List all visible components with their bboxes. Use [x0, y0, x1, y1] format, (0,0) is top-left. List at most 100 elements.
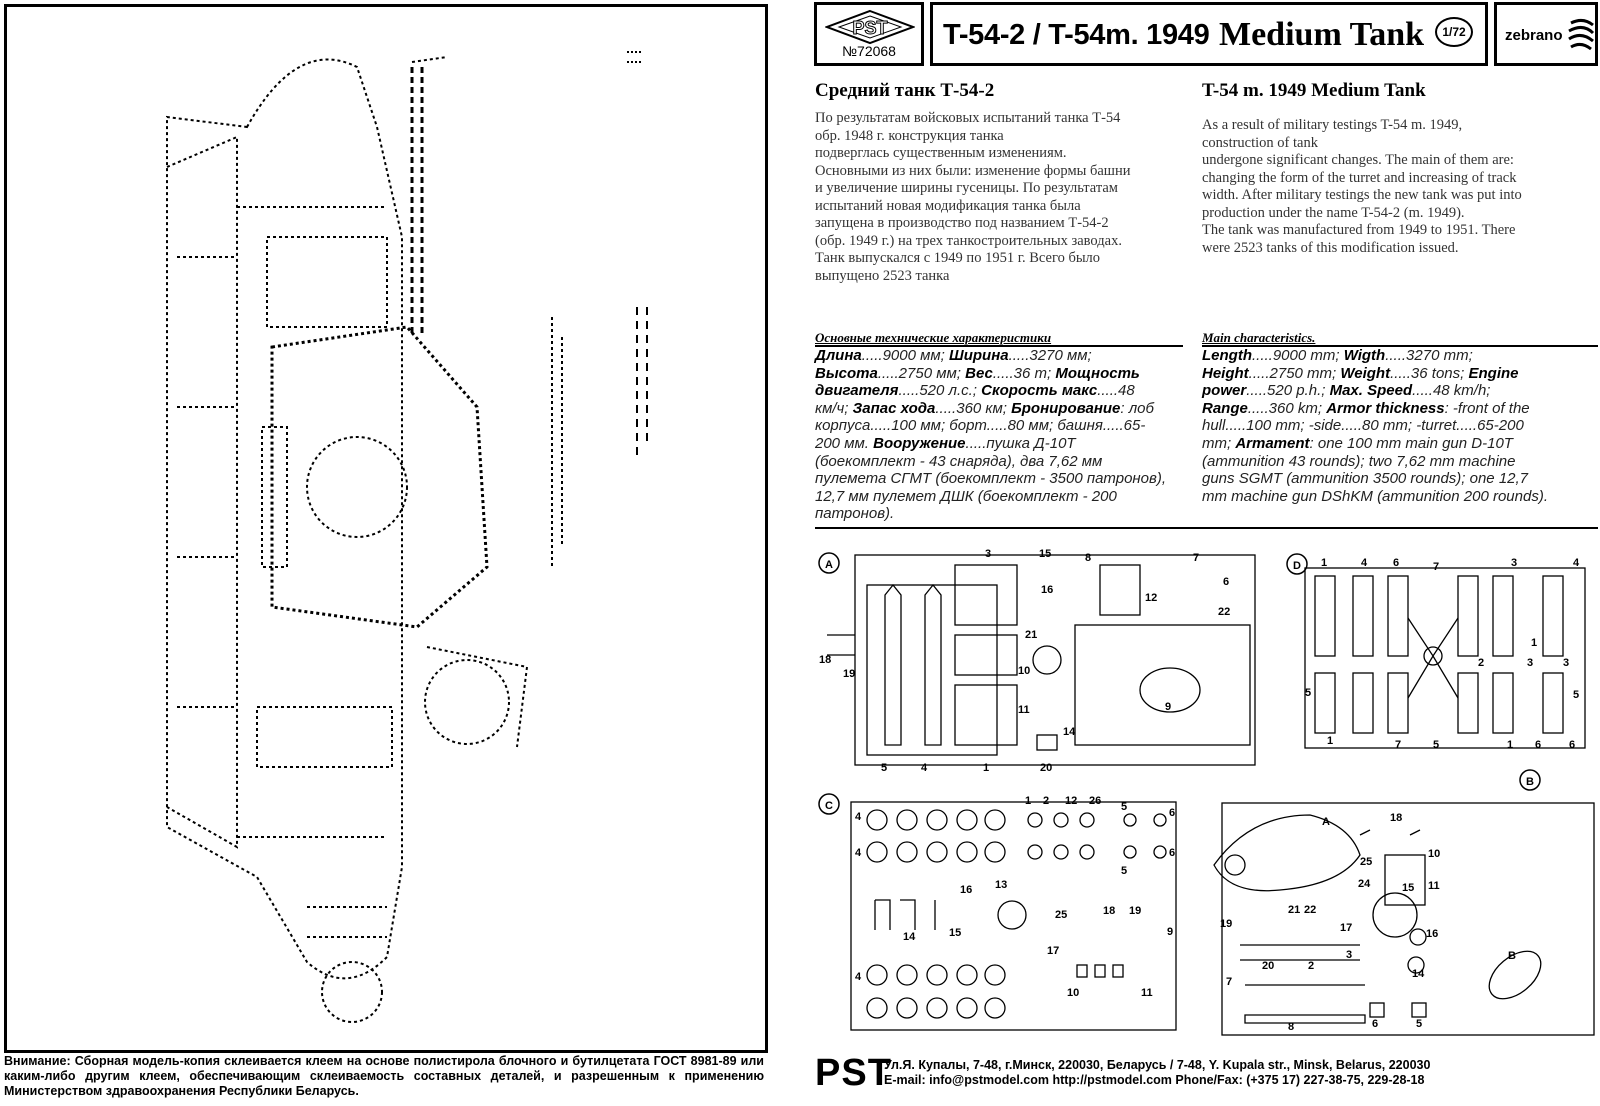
- part-label: 17: [1340, 922, 1352, 934]
- specs-ru-text: Длина.....9000 мм; Ширина.....3270 мм;Вы…: [815, 347, 1185, 523]
- spec-value: .....520 л.с.;: [898, 382, 982, 400]
- part-label: 4: [1361, 557, 1368, 569]
- part-label: 4: [921, 762, 928, 774]
- section-divider: [815, 527, 1598, 529]
- part-label: 1: [1507, 739, 1513, 751]
- spec-line: пулемета СГМТ (боекомплект - 3500 патрон…: [815, 470, 1185, 488]
- intro-ru-heading: Средний танк Т-54-2: [815, 80, 995, 101]
- footer-contacts: E-mail: info@pstmodel.com http://pstmode…: [884, 1073, 1425, 1087]
- spec-value: hull.....100 mm; -side.....80 mm; -turre…: [1202, 417, 1524, 435]
- part-label: 15: [949, 927, 961, 939]
- part-label: 26: [1089, 795, 1101, 807]
- intro-en-text: As a result of military testings T-54 m.…: [1202, 117, 1592, 257]
- specs-en-text: Length.....9000 mm; Wigth.....3270 mm;He…: [1202, 347, 1598, 505]
- text-line: и увеличение ширины гусеницы. По результ…: [815, 180, 1118, 196]
- sprue-a-diagram: A 3 15 8 7 16 12 6 22 21 18 19 10: [815, 545, 1270, 775]
- specs-ru-heading: Основные технические характеристики: [815, 330, 1052, 345]
- assembly-warning-text: Внимание: Сборная модель-копия склеивает…: [4, 1054, 764, 1098]
- part-label: 8: [1085, 552, 1091, 564]
- part-label: 6: [1569, 739, 1575, 751]
- spec-line: guns SGMT (ammunition 3500 rounds); one …: [1202, 470, 1598, 488]
- spec-line: mm; Armament: one 100 mm main gun D-10T: [1202, 435, 1598, 453]
- spec-value: 12,7 мм пулемет ДШК (боекомплект - 200: [815, 487, 1117, 505]
- spec-line: (боекомплект - 43 снаряда), два 7,62 мм: [815, 453, 1185, 471]
- part-label: 1: [1025, 795, 1031, 807]
- sprue-letter: B: [1526, 776, 1534, 788]
- spec-value: .....2750 mm;: [1248, 364, 1341, 382]
- part-label: 16: [1041, 584, 1053, 596]
- part-label: 17: [1047, 945, 1059, 957]
- text-line: По результатам войсковых испытаний танка…: [815, 110, 1121, 126]
- part-label: 8: [1288, 1021, 1294, 1033]
- part-label: 7: [1193, 552, 1199, 564]
- part-label: 7: [1226, 976, 1232, 988]
- part-label: 7: [1395, 739, 1401, 751]
- spec-value: патронов).: [815, 505, 895, 523]
- part-label: 25: [1360, 856, 1372, 868]
- sprue-d-diagram: D 1 4 6 7 3 4 1 2 3 5 3 5 1 7 5: [1283, 548, 1595, 768]
- part-label: 5: [1416, 1018, 1422, 1030]
- text-line: Основными из них были: изменение формы б…: [815, 162, 1131, 179]
- part-label: 24: [1358, 878, 1371, 890]
- part-label: 15: [1402, 882, 1414, 894]
- part-label: 3: [1346, 949, 1352, 961]
- tank-top-view-drawing: [166, 51, 648, 1023]
- intro-ru-text: По результатам войсковых испытаний танка…: [815, 110, 1180, 285]
- spec-value: .....9000 mm;: [1252, 347, 1344, 364]
- spec-term: Мощность: [1055, 364, 1140, 382]
- part-label: 10: [1428, 848, 1440, 860]
- spec-value: 200 мм.: [815, 434, 874, 452]
- part-label: 12: [1065, 795, 1077, 807]
- sprue-b-diagram: B 18 A 25 10 24 15 11 21 22 19 17: [1190, 765, 1598, 1045]
- spec-line: двигателя.....520 л.с.; Скорость макс...…: [815, 382, 1185, 400]
- spec-value: .....3270 mm;: [1385, 347, 1473, 364]
- part-label: 18: [819, 654, 831, 666]
- sprue-d-svg: D 1 4 6 7 3 4 1 2 3 5 3 5 1 7 5: [1286, 553, 1586, 751]
- spec-value: корпуса.....100 мм; борт.....80 мм; башн…: [815, 417, 1146, 435]
- part-label: 1: [983, 762, 989, 774]
- spec-term: Высота: [815, 364, 878, 382]
- part-label: 4: [855, 971, 862, 983]
- spec-value: : one 100 mm main gun D-10T: [1309, 434, 1513, 452]
- part-label: 1: [1327, 735, 1333, 747]
- spec-term: Вооружение: [873, 434, 966, 452]
- part-label: 2: [1043, 795, 1049, 807]
- footer-brand: PST: [815, 1052, 892, 1094]
- text-line: undergone significant changes. The main …: [1202, 152, 1514, 168]
- footer-address: Ул.Я. Купалы, 7-48, г.Минск, 220030, Бел…: [884, 1058, 1431, 1072]
- part-label: 19: [843, 668, 855, 680]
- spec-value: .....9000 мм;: [861, 347, 950, 364]
- part-label: 22: [1218, 606, 1230, 618]
- zebra-stripes-icon: [1568, 18, 1595, 51]
- part-label: 3: [1563, 657, 1569, 669]
- tank-drawing-panel: [4, 4, 768, 1053]
- title-box: T-54-2 / T-54m. 1949 Medium Tank 1/72: [930, 2, 1488, 66]
- part-label: 15: [1039, 548, 1051, 560]
- specs-en-heading: Main characteristics.: [1202, 330, 1316, 345]
- part-label: 11: [1428, 880, 1440, 892]
- text-line: подверглась существенным изменениям.: [815, 145, 1067, 161]
- spec-line: Range.....360 km; Armor thickness: -fron…: [1202, 400, 1598, 418]
- part-label: 21: [1288, 904, 1300, 916]
- part-label: 5: [1121, 801, 1127, 813]
- spec-term: Engine: [1468, 364, 1519, 382]
- part-label: 1: [1531, 637, 1537, 649]
- part-label: 7: [1433, 561, 1439, 573]
- part-label: 6: [1535, 739, 1541, 751]
- scale-badge: 1/72: [1435, 17, 1473, 47]
- part-label: 16: [960, 884, 972, 896]
- part-label: 6: [1393, 557, 1399, 569]
- part-label: 12: [1145, 592, 1157, 604]
- part-label: 9: [1167, 926, 1173, 938]
- part-label: 14: [1412, 968, 1425, 980]
- sprue-letter: D: [1293, 560, 1301, 572]
- part-label: 6: [1372, 1018, 1378, 1030]
- spec-term: Weight: [1340, 364, 1391, 382]
- text-line: changing the form of the turret and incr…: [1202, 169, 1517, 186]
- part-label: 22: [1304, 904, 1316, 916]
- logo-lettering: PST: [852, 18, 887, 38]
- brand-box: zebrano: [1494, 2, 1598, 66]
- part-label: 4: [855, 847, 862, 859]
- spec-value: mm;: [1202, 434, 1236, 452]
- spec-term: Height: [1202, 364, 1249, 382]
